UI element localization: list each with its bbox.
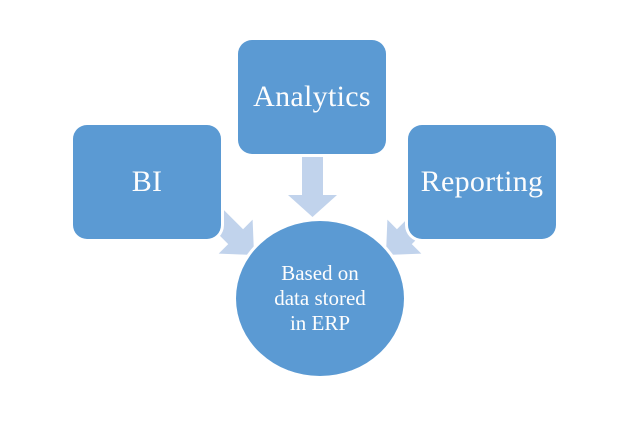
arrow-analytics-to-center-icon xyxy=(288,148,337,217)
node-center-erp-label-line1: Based on xyxy=(281,261,359,285)
node-reporting-label: Reporting xyxy=(420,165,544,198)
node-center-erp[interactable]: Based on data stored in ERP xyxy=(236,221,404,376)
node-reporting[interactable]: Reporting xyxy=(408,125,556,239)
node-analytics[interactable]: Analytics xyxy=(238,40,386,154)
node-bi-label: BI xyxy=(131,165,163,198)
node-bi[interactable]: BI xyxy=(73,125,221,239)
node-center-erp-label-line2: data stored xyxy=(274,286,366,310)
node-center-erp-label-line3: in ERP xyxy=(289,311,351,335)
node-analytics-label: Analytics xyxy=(253,80,371,113)
